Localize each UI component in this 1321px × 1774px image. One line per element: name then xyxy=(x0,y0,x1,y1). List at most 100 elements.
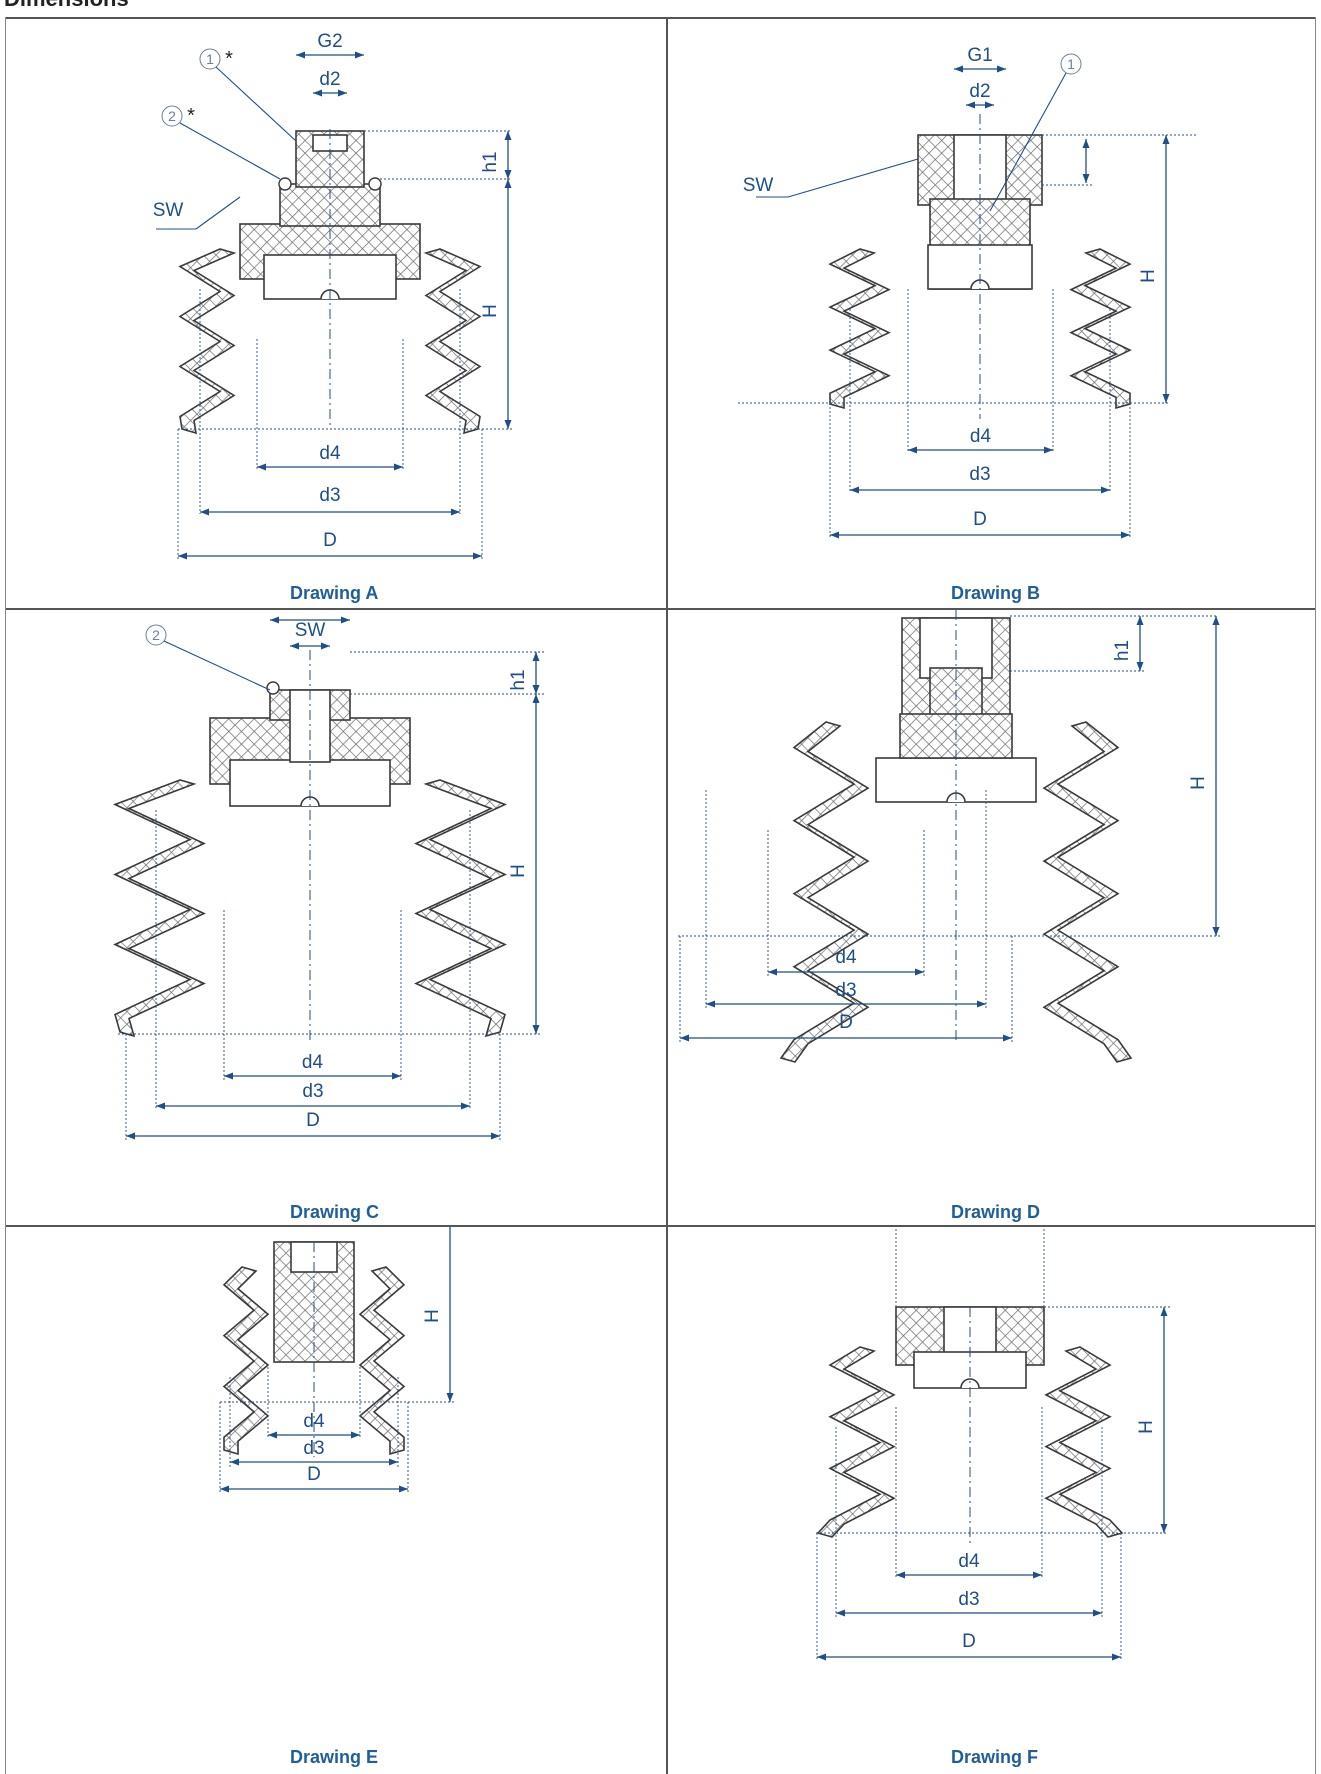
e-dd-arrow-left xyxy=(220,1485,229,1493)
b-dd-arrow-right xyxy=(1121,531,1130,539)
a-d4-arrow-right xyxy=(394,463,403,471)
grid-line-row2 xyxy=(5,1225,1316,1227)
f-bellows-right-wall xyxy=(1044,1346,1124,1538)
grid-line-row1 xyxy=(5,608,1316,610)
b-g1-label: G1 xyxy=(967,45,992,66)
c-h1-arrow-top xyxy=(532,652,540,661)
b-d2-label: d2 xyxy=(969,81,990,102)
f-d3-arrow-left xyxy=(836,1609,845,1617)
b-d4-arrow-right xyxy=(1044,446,1053,454)
f-h-label: H xyxy=(1136,1420,1157,1434)
c-g2-arrow-right xyxy=(341,616,350,624)
a-dd-arrow-right xyxy=(473,552,482,560)
a-h1-arrow-bottom xyxy=(504,170,512,179)
d-h-arrow-bottom xyxy=(1212,927,1220,936)
a-d3-label: d3 xyxy=(319,485,340,506)
a-callout-1-number: 1 xyxy=(206,51,214,67)
a-h1-label: h1 xyxy=(480,151,501,172)
grid-top-line xyxy=(5,17,1316,19)
e-d3-arrow-left xyxy=(230,1458,239,1466)
a-d2-label: d2 xyxy=(319,69,340,90)
e-d4-label: d4 xyxy=(303,1411,325,1432)
d-d4-label: d4 xyxy=(835,947,857,968)
e-d4-arrow-left xyxy=(268,1431,277,1439)
a-sw-leader-2 xyxy=(195,196,241,230)
drawing-e-svg: d1d2Hd4d3D xyxy=(219,1227,454,1493)
f-h-arrow-top xyxy=(1160,1307,1168,1316)
a-dd-arrow-left xyxy=(178,552,187,560)
d-h-arrow-top xyxy=(1212,616,1220,625)
f-d3-arrow-right xyxy=(1093,1609,1102,1617)
f-d4-arrow-left xyxy=(896,1571,905,1579)
c-callout-2-circle xyxy=(145,624,167,646)
b-callout-1-leader xyxy=(989,72,1067,212)
a-d4-label: d4 xyxy=(319,443,341,464)
c-dd-label: D xyxy=(306,1110,320,1131)
a-h1-arrow-top xyxy=(504,131,512,140)
drawing-e-caption: Drawing E xyxy=(290,1747,379,1767)
drawing-e-cell: d1d2Hd4d3D Drawing E xyxy=(6,1227,666,1774)
b-dd-arrow-left xyxy=(830,531,839,539)
a-d3-arrow-left xyxy=(200,508,209,516)
a-oring-right xyxy=(368,177,382,191)
c-h-label: H xyxy=(508,864,529,878)
d-dd-arrow-left xyxy=(680,1034,689,1042)
d-d3-arrow-left xyxy=(706,1000,715,1008)
c-h-arrow-top xyxy=(532,694,540,703)
f-d4-arrow-right xyxy=(1033,1571,1042,1579)
c-sw-arrow-right xyxy=(321,642,330,650)
b-callout-1-circle xyxy=(1060,53,1082,75)
c-bellows-right-wall xyxy=(414,779,508,1038)
e-bellows-left-wall xyxy=(222,1266,270,1456)
f-dd-label: D xyxy=(962,1631,976,1652)
b-bellows-left-wall xyxy=(828,248,891,410)
d-d4-arrow-right xyxy=(915,968,924,976)
c-oring xyxy=(266,681,280,695)
a-dd-label: D xyxy=(323,530,337,551)
b-dd-label: D xyxy=(973,509,987,530)
a-g2-arrow-right xyxy=(355,51,364,59)
f-dd-arrow-left xyxy=(817,1653,826,1661)
c-d3-label: d3 xyxy=(302,1081,323,1102)
d-d3-label: d3 xyxy=(835,980,856,1001)
c-dd-arrow-left xyxy=(126,1132,135,1140)
b-d3-arrow-left xyxy=(850,486,859,494)
page-heading: Dimensions xyxy=(4,0,129,12)
b-g1-arrow-left xyxy=(954,65,963,73)
drawing-f-svg: d1d2Hd4d3D xyxy=(816,1227,1172,1661)
f-bellows-left-wall xyxy=(816,1346,896,1538)
e-h-arrow-bottom xyxy=(446,1393,454,1402)
f-insert-notch xyxy=(960,1378,980,1389)
c-sw-arrow-left xyxy=(290,642,299,650)
c-h1-arrow-bottom xyxy=(532,685,540,694)
a-h-label: H xyxy=(480,304,501,318)
drawing-d-cell: G1SWh1Hd4d3D Drawing D xyxy=(668,610,1315,1225)
drawing-c-caption: Drawing C xyxy=(290,1202,380,1222)
d-dd-label: D xyxy=(839,1012,853,1033)
grid-middle-line xyxy=(666,17,668,1774)
b-d4-label: d4 xyxy=(970,426,992,447)
e-h-label: H xyxy=(422,1309,443,1323)
drawing-d-svg: G1SWh1Hd4d3D xyxy=(678,610,1220,1063)
f-h-arrow-bottom xyxy=(1160,1524,1168,1533)
d-h-label: H xyxy=(1188,776,1209,790)
b-callout-1-number: 1 xyxy=(1067,56,1075,72)
b-h-arrow-top xyxy=(1162,135,1170,144)
a-bellows-right-wall xyxy=(423,248,482,435)
drawing-c-svg: G2SWh1H2d4d3D xyxy=(112,610,546,1140)
drawing-a-caption: Drawing A xyxy=(290,583,379,603)
c-callout-2-number: 2 xyxy=(152,627,160,643)
f-d3-label: d3 xyxy=(958,1589,979,1610)
a-bellows-left-wall xyxy=(178,248,237,435)
drawing-c-cell: G2SWh1H2d4d3D Drawing C xyxy=(6,610,666,1225)
e-d3-arrow-right xyxy=(389,1458,398,1466)
b-d2-arrow-right xyxy=(985,101,994,109)
a-sw-label: SW xyxy=(153,200,184,221)
c-h-arrow-bottom xyxy=(532,1025,540,1034)
d-bellows-left-wall xyxy=(779,721,870,1063)
d-h1-arrow-bottom xyxy=(1136,662,1144,671)
